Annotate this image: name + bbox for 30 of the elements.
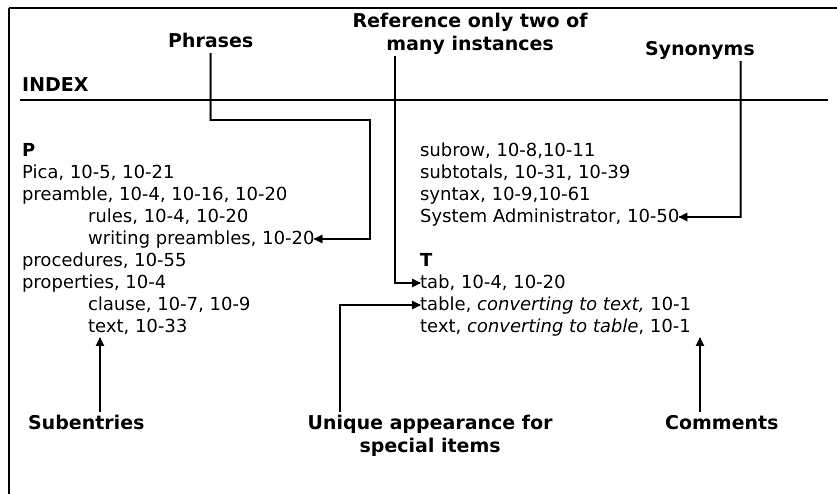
index-entry: procedures, 10-55: [22, 250, 186, 272]
index-entry: Pica, 10-5, 10-21: [22, 162, 174, 184]
index-entry: preamble, 10-4, 10-16, 10-20: [22, 184, 288, 206]
callout-label: Synonyms: [645, 38, 755, 61]
leader-arrow: [696, 337, 704, 412]
index-entry: clause, 10-7, 10-9: [88, 294, 250, 316]
index-entry: tab, 10-4, 10-20: [420, 272, 566, 294]
index-entry: subrow, 10-8,10-11: [420, 140, 596, 162]
callout-label: Comments: [665, 412, 778, 435]
callout-label: Reference only two of many instances: [340, 10, 600, 56]
index-entry: table, converting to text, 10-1: [420, 294, 692, 316]
callout-label: Subentries: [28, 412, 144, 435]
index-entry: text, 10-33: [88, 316, 188, 338]
leader-arrow: [339, 300, 421, 412]
index-entry: writing preambles, 10-20: [88, 228, 314, 250]
leader-arrow: [210, 53, 371, 244]
leader-arrow: [394, 56, 421, 288]
index-entry: rules, 10-4, 10-20: [88, 206, 248, 228]
index-entry: System Administrator, 10-50: [420, 206, 680, 228]
index-entry: subtotals, 10-31, 10-39: [420, 162, 630, 184]
index-heading: INDEX: [22, 74, 88, 96]
callout-label: Unique appearance for special items: [290, 412, 570, 458]
section-letter: P: [22, 140, 36, 162]
index-entry: properties, 10-4: [22, 272, 166, 294]
leader-arrow: [678, 61, 742, 222]
section-letter: T: [420, 250, 432, 272]
index-entry: text, converting to table, 10-1: [420, 316, 691, 338]
leader-arrow: [96, 337, 104, 412]
callout-label: Phrases: [168, 30, 254, 53]
index-entry: syntax, 10-9,10-61: [420, 184, 590, 206]
